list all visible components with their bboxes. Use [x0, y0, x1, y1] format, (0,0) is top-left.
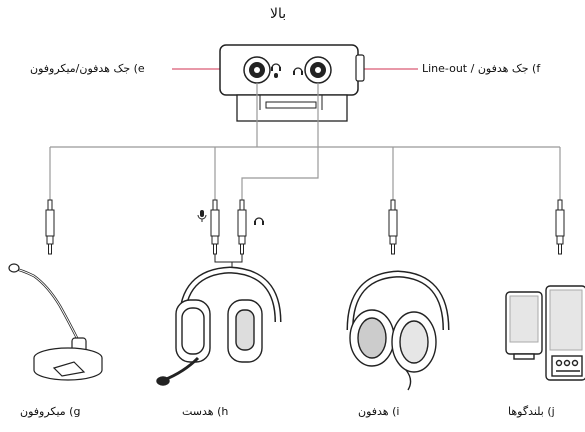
device-label-i: i) هدفون [358, 405, 400, 418]
port-f-jack [304, 56, 332, 84]
top-label: بالا [270, 6, 287, 22]
device-label-h: h) هدست [182, 405, 229, 418]
jack-plug-j [555, 199, 565, 255]
headphone-mic-icon [271, 63, 281, 78]
speakers-icon [505, 285, 585, 381]
device-label-g: g) میکروفون [20, 405, 81, 418]
jack-plug-h-mic [210, 199, 220, 255]
jack-plug-i [388, 199, 398, 255]
headphones-icon [346, 270, 450, 391]
port-e-jack [243, 56, 271, 84]
headphone-small-icon [254, 217, 264, 225]
mic-small-icon [197, 210, 207, 222]
device-label-j: j) بلندگوها [508, 405, 555, 418]
port-f-label: f) جک هدفون / Line-out [422, 62, 541, 75]
sound-card-device [219, 44, 365, 122]
headphone-icon [293, 67, 303, 75]
port-e-label: e) جک هدفون/میکروفون [30, 62, 145, 75]
jack-plug-g [45, 199, 55, 255]
headset-icon [156, 266, 282, 386]
cable-network [49, 83, 561, 200]
jack-plug-h-headphone [237, 199, 247, 255]
microphone-icon [8, 263, 103, 381]
